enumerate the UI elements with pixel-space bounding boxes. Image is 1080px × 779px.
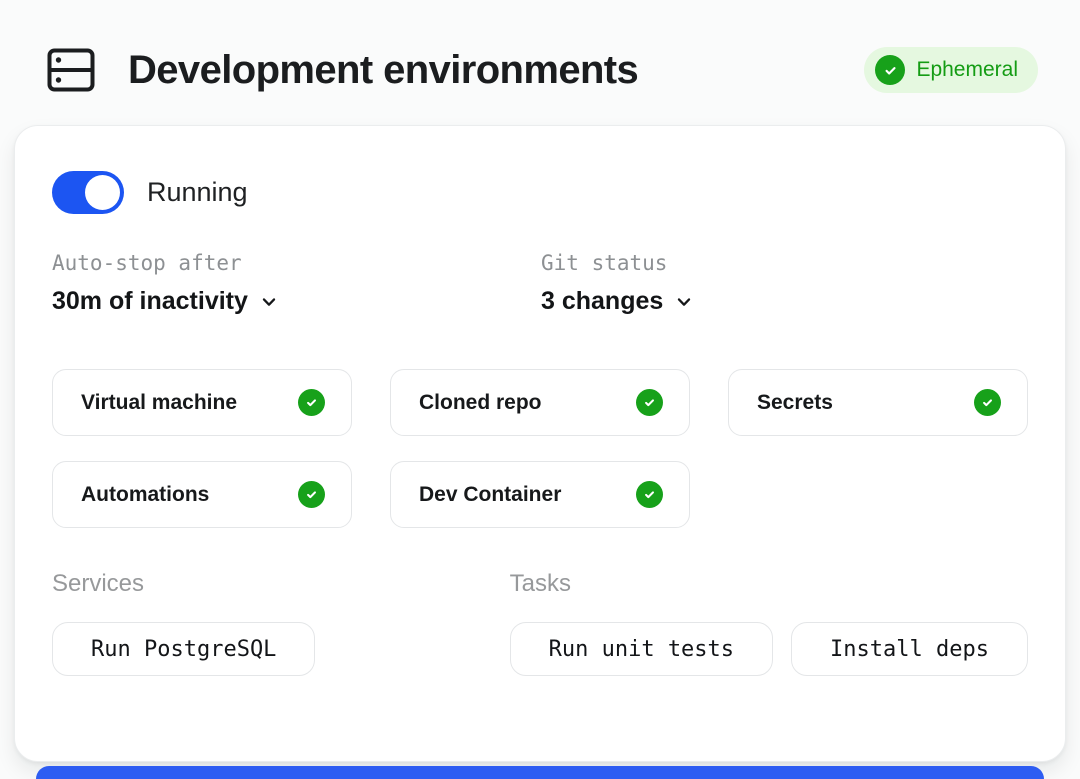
check-circle-icon <box>636 481 663 508</box>
check-circle-icon <box>298 389 325 416</box>
toggle-knob <box>85 175 120 210</box>
chip-dev-container[interactable]: Dev Container <box>390 461 690 528</box>
auto-stop-dropdown[interactable]: 30m of inactivity <box>52 287 278 316</box>
auto-stop-group: Auto-stop after 30m of inactivity <box>52 251 541 316</box>
tasks-section: Tasks Run unit tests Install deps <box>509 570 1028 676</box>
check-circle-icon <box>875 55 906 85</box>
running-toggle-label: Running <box>147 177 248 207</box>
chip-cloned-repo[interactable]: Cloned repo <box>390 369 690 436</box>
page-header: Development environments Ephemeral <box>0 0 1080 93</box>
environment-card: Running Auto-stop after 30m of inactivit… <box>14 125 1066 762</box>
run-postgresql-button[interactable]: Run PostgreSQL <box>52 622 316 676</box>
running-toggle[interactable] <box>52 171 124 214</box>
page-title: Development environments <box>128 47 639 92</box>
status-badge: Ephemeral <box>864 47 1038 93</box>
chip-virtual-machine[interactable]: Virtual machine <box>52 369 352 436</box>
git-status-label: Git status <box>541 251 668 275</box>
git-status-dropdown[interactable]: 3 changes <box>541 287 693 316</box>
chevron-down-icon <box>262 297 276 306</box>
check-circle-icon <box>298 481 325 508</box>
settings-row: Auto-stop after 30m of inactivity Git st… <box>52 251 1028 316</box>
git-status-value: 3 changes <box>541 287 664 315</box>
services-section: Services Run PostgreSQL <box>52 570 510 676</box>
server-icon <box>47 48 95 92</box>
chip-automations[interactable]: Automations <box>52 461 352 528</box>
status-badge-label: Ephemeral <box>916 58 1018 81</box>
chip-secrets[interactable]: Secrets <box>728 369 1028 436</box>
auto-stop-label: Auto-stop after <box>52 251 242 275</box>
git-status-group: Git status 3 changes <box>541 251 693 316</box>
chevron-down-icon <box>678 297 691 306</box>
install-deps-button[interactable]: Install deps <box>791 622 1028 676</box>
tasks-label: Tasks <box>509 570 571 597</box>
services-label: Services <box>52 570 145 597</box>
actions-row: Services Run PostgreSQL Tasks Run unit t… <box>52 570 1028 676</box>
running-toggle-row: Running <box>52 171 1028 214</box>
check-circle-icon <box>636 389 663 416</box>
stacked-card-edge <box>36 766 1044 779</box>
check-circle-icon <box>974 389 1001 416</box>
run-unit-tests-button[interactable]: Run unit tests <box>509 622 774 676</box>
feature-chips: Virtual machine Cloned repo Secrets <box>52 369 1028 528</box>
auto-stop-value: 30m of inactivity <box>52 287 248 315</box>
